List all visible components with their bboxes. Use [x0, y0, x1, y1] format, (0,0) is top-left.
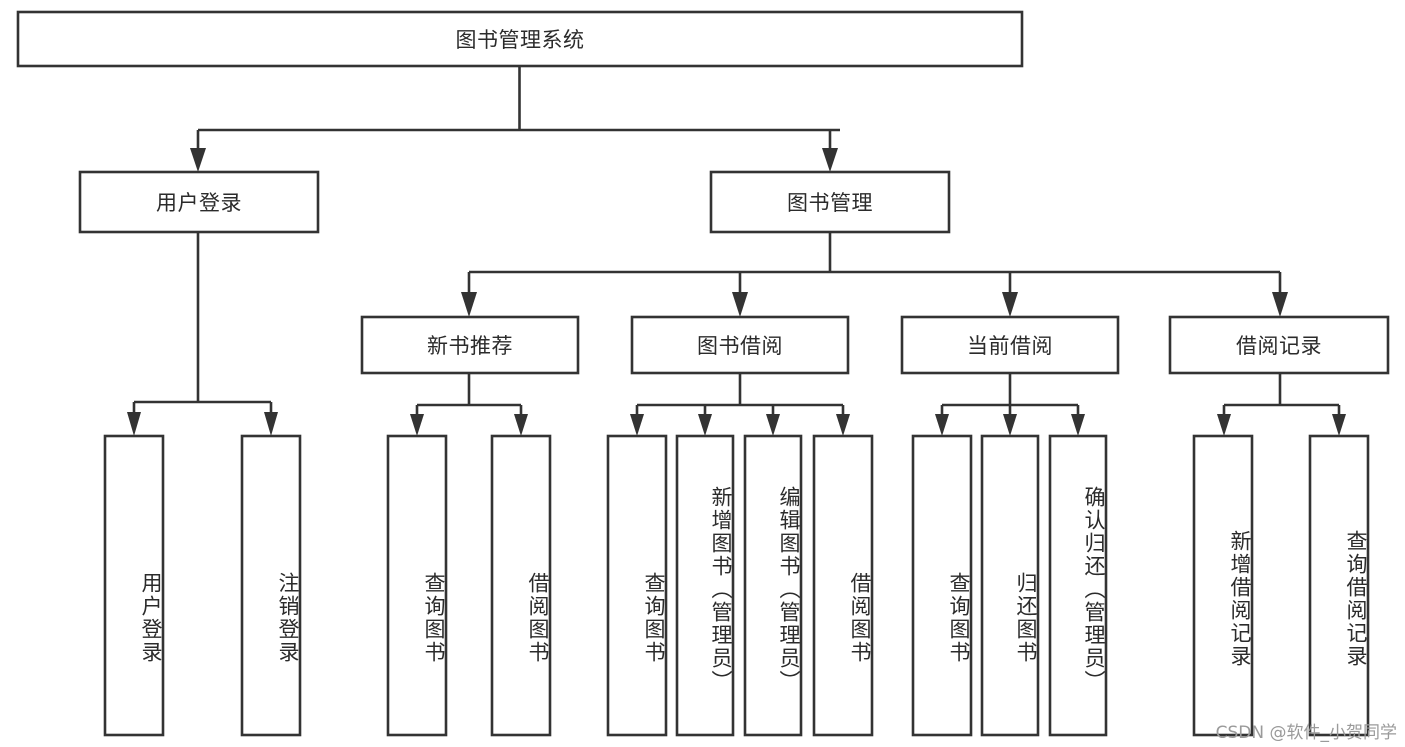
connector-borrowrecord-to-leaves — [1217, 373, 1346, 436]
connector-newbook-to-leaves — [410, 373, 528, 436]
leaf-user-login-login[interactable] — [103, 434, 165, 737]
leaf-current-borrow-query[interactable] — [911, 434, 973, 737]
leaf-new-book-borrow[interactable] — [490, 434, 552, 737]
connector-currentborrow-to-leaves — [935, 373, 1085, 436]
node-new-book-recommend[interactable] — [360, 315, 580, 375]
node-borrow-record[interactable] — [1168, 315, 1390, 375]
leaf-borrow-record-query[interactable] — [1308, 434, 1370, 737]
leaf-borrow-record-add[interactable] — [1192, 434, 1254, 737]
connector-bookborrow-to-leaves — [630, 373, 850, 436]
leaf-book-borrow-borrow[interactable] — [812, 434, 874, 737]
leaf-book-borrow-query[interactable] — [606, 434, 668, 737]
node-current-borrow[interactable] — [900, 315, 1120, 375]
node-root-system[interactable] — [16, 10, 1024, 68]
leaf-current-borrow-return[interactable] — [980, 434, 1040, 737]
node-user-login[interactable] — [78, 170, 320, 234]
leaf-new-book-query[interactable] — [386, 434, 448, 737]
leaf-book-borrow-add[interactable] — [675, 434, 735, 737]
connector-root-to-level2 — [190, 66, 840, 172]
leaf-current-borrow-confirm[interactable] — [1048, 434, 1108, 737]
leaf-user-login-logout[interactable] — [240, 434, 302, 737]
connector-bookmgmt-to-level3 — [461, 232, 1288, 317]
leaf-book-borrow-edit[interactable] — [743, 434, 803, 737]
node-book-management[interactable] — [709, 170, 951, 234]
connector-userlogin-to-leaves — [127, 232, 278, 436]
node-book-borrow[interactable] — [630, 315, 850, 375]
